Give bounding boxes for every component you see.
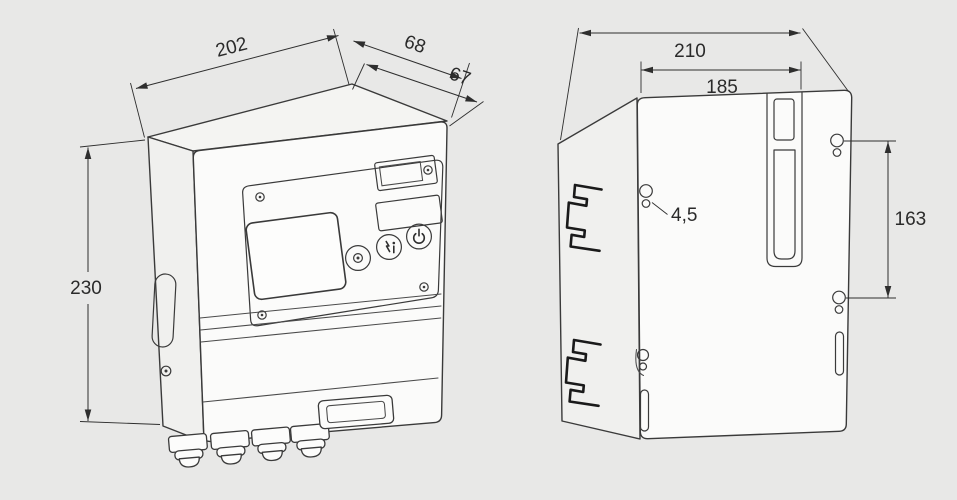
mounting-hole-top-right: [830, 133, 844, 157]
dimension-label-depth-rear: 68: [401, 31, 428, 58]
dimension-label-mount-height: 163: [895, 209, 927, 230]
mounting-clips: [564, 183, 603, 408]
back-view: 210 185 4,5 163: [557, 27, 927, 440]
mounting-slot-bottom-left: [639, 389, 650, 432]
dimension-label-hole-diameter: 4,5: [671, 205, 697, 226]
info-button: [376, 234, 403, 261]
conduit-flange: [317, 394, 395, 430]
back-enclosure-body: [557, 89, 853, 440]
reset-button: [345, 245, 372, 272]
dimension-mount-height: 163: [844, 140, 927, 299]
cable-gland: [209, 429, 250, 465]
dimension-label-height: 230: [70, 278, 102, 299]
front-perspective-view: 202 68 67 230: [70, 28, 484, 468]
mounting-hole-bottom-left: [635, 348, 650, 377]
power-icon: [412, 228, 426, 245]
display-screen: [245, 211, 347, 301]
side-screw: [160, 365, 172, 377]
dimension-height: 230: [70, 139, 161, 425]
panel-screws: [255, 165, 433, 320]
housing-seams: [199, 293, 442, 403]
mounting-rail-slot: [766, 92, 803, 268]
control-panel: [242, 154, 444, 327]
mounting-hole-top-left: [639, 184, 653, 208]
flash-info-icon: [385, 240, 396, 254]
side-screw-dot: [164, 369, 168, 373]
back-face: [636, 89, 853, 440]
cable-gland: [250, 426, 291, 462]
cable-glands: [167, 422, 330, 468]
dot-circle-icon: [353, 253, 364, 264]
dimension-label-depth-front: 67: [446, 63, 473, 90]
mounting-hole-bottom-right: [832, 290, 846, 314]
cable-gland: [167, 432, 208, 468]
dimension-label-back-width: 210: [674, 41, 706, 62]
cable-gland: [289, 422, 330, 458]
mounting-clip: [565, 183, 603, 253]
panel-outline: [242, 159, 444, 327]
mounting-holes: [635, 133, 846, 432]
dimension-mount-spacing: 185: [640, 61, 802, 98]
mounting-clip: [564, 338, 602, 408]
side-cable-slot: [151, 273, 177, 377]
segment-display-window: [374, 154, 438, 192]
back-left-face: [557, 97, 641, 440]
dimension-back-width: 210: [560, 27, 849, 141]
power-button: [406, 223, 433, 250]
dimension-hole-diameter: 4,5: [651, 202, 697, 226]
mounting-slot-bottom-right: [834, 331, 845, 376]
mounting-hook: [773, 98, 795, 141]
dimension-label-mount-spacing: 185: [706, 77, 738, 98]
dimension-label-width: 202: [214, 34, 250, 62]
